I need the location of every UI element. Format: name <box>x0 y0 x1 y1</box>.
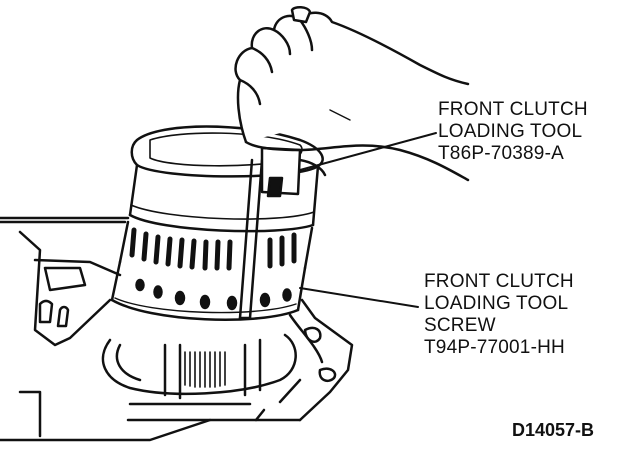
hand-illustration <box>234 6 470 182</box>
loading-tool-screw <box>238 158 264 320</box>
figure-id-label: D14057-B <box>512 420 595 440</box>
callout-front-clutch-loading-tool: FRONT CLUTCH LOADING TOOL T86P-70389-A <box>438 99 588 165</box>
callout-line: SCREW <box>424 315 496 336</box>
callout-line: T86P-70389-A <box>438 143 564 164</box>
callout-line: T94P-77001-HH <box>424 337 565 358</box>
drum-splines <box>129 227 297 271</box>
callout-line: FRONT CLUTCH <box>438 99 588 120</box>
callout-line: LOADING TOOL <box>424 293 569 314</box>
loading-tool-bracket <box>260 146 327 198</box>
lower-gear-assembly <box>101 326 337 400</box>
drum-holes <box>135 278 292 311</box>
transmission-case <box>0 216 354 442</box>
callout-line: LOADING TOOL <box>438 121 583 142</box>
leader-lines <box>299 132 437 308</box>
callout-loading-tool-screw: FRONT CLUTCH LOADING TOOL SCREW T94P-770… <box>424 271 574 359</box>
callout-line: FRONT CLUTCH <box>424 271 574 292</box>
